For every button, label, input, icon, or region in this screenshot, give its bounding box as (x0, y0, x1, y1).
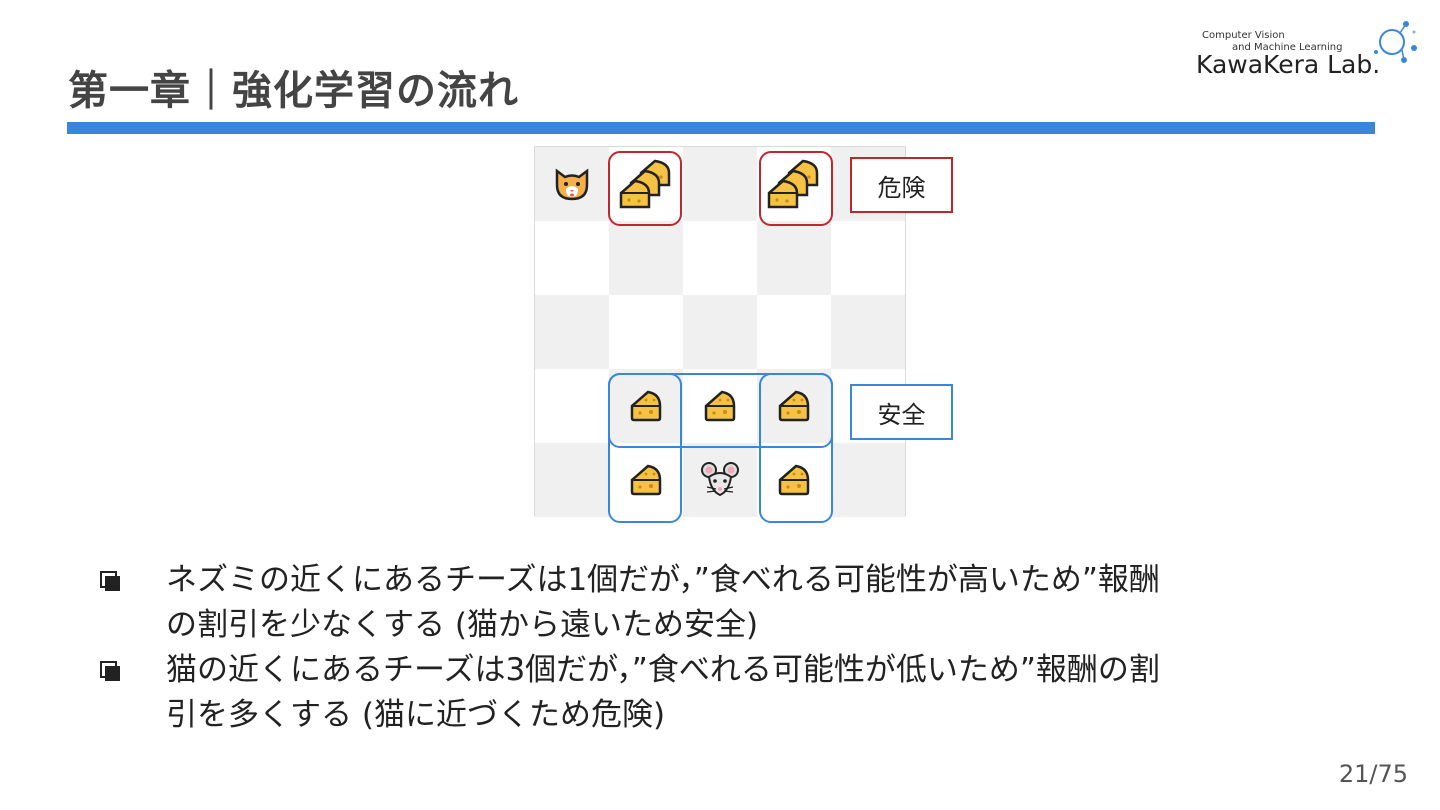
danger-highlight-2 (759, 151, 833, 226)
bullet-item: 猫の近くにあるチーズは3個だが，”食べれる可能性が低いため”報酬の割 引を多くす… (100, 648, 1360, 738)
bullet-list: ネズミの近くにあるチーズは1個だが，”食べれる可能性が高いため”報酬 の割引を少… (100, 558, 1360, 738)
danger-label: 危険 (877, 173, 926, 202)
grid-cell (683, 147, 757, 221)
safe-label: 安全 (877, 400, 926, 429)
bullet-line: 猫の近くにあるチーズは3個だが，”食べれる可能性が低いため”報酬の割 (166, 652, 1160, 688)
grid-cell (535, 221, 609, 295)
grid-cell (683, 221, 757, 295)
grid-cell (831, 221, 905, 295)
grid-cell (757, 221, 831, 295)
cheese-stack-icon (609, 147, 683, 221)
safe-highlight-left (608, 373, 682, 523)
cat-icon (535, 147, 609, 221)
safe-highlight-right (759, 373, 833, 523)
grid-cell (609, 295, 683, 369)
grid-cell (535, 369, 609, 443)
cheese-icon (683, 369, 757, 443)
logo-subtitle-2: and Machine Learning (1232, 42, 1343, 53)
bullet-line: ネズミの近くにあるチーズは1個だが，”食べれる可能性が高いため”報酬 (166, 562, 1160, 598)
grid-cell (535, 295, 609, 369)
danger-highlight-1 (608, 151, 682, 226)
grid-cell (831, 443, 905, 517)
cheese-icon (757, 443, 831, 517)
cheese-icon (609, 369, 683, 443)
bullet-line: 引を多くする (猫に近づくため危険) (166, 697, 666, 733)
cheese-icon (757, 369, 831, 443)
danger-callout: 危険 (850, 157, 953, 213)
bullet-line: の割引を少なくする (猫から遠いため安全) (166, 607, 759, 643)
grid-cell (609, 221, 683, 295)
safe-callout: 安全 (850, 384, 953, 440)
bullet-item: ネズミの近くにあるチーズは1個だが，”食べれる可能性が高いため”報酬 の割引を少… (100, 558, 1360, 648)
logo-subtitle-1: Computer Vision (1202, 30, 1285, 41)
slide-title: 第一章｜強化学習の流れ (68, 68, 519, 114)
checkbox-bullet-icon (100, 571, 120, 591)
lab-logo: Computer Vision and Machine Learning Kaw… (1194, 20, 1424, 82)
network-icon (1374, 21, 1417, 63)
page-number: 21/75 (1338, 760, 1408, 788)
checkbox-bullet-icon (100, 661, 120, 681)
mouse-icon (683, 443, 757, 517)
cheese-stack-icon (757, 147, 831, 221)
logo-name: KawaKera Lab. (1196, 50, 1381, 79)
grid-cell (831, 295, 905, 369)
title-underline (67, 122, 1375, 134)
grid-cell (757, 295, 831, 369)
cheese-icon (609, 443, 683, 517)
grid-cell (683, 295, 757, 369)
grid-cell (535, 443, 609, 517)
